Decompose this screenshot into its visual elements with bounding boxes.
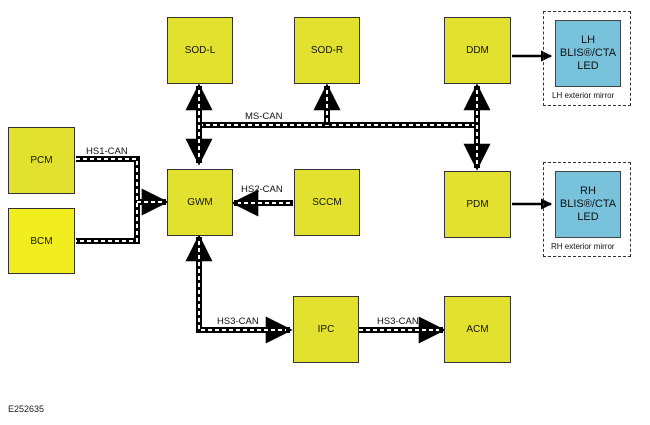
sod-l-module: SOD-L [167,17,233,84]
rh-exterior-mirror [543,162,631,257]
rh-mirror-label: RH exterior mirror [551,242,615,251]
lh-led-line2: BLIS®/CTA [559,47,617,59]
hs1-can-label: HS1-CAN [86,146,128,157]
rh-led-line1: RH [580,185,596,197]
hs2-can-label: HS2-CAN [241,184,283,195]
lh-exterior-mirror [543,11,631,106]
rh-blis-cta-led: RH BLIS®/CTA LED [555,171,621,238]
hs1-can-bus [76,156,169,244]
sod-r-module: SOD-R [294,17,360,84]
lh-blis-cta-led: LH BLIS®/CTA LED [555,20,621,87]
figure-code: E252635 [8,404,45,414]
lh-led-line1: LH [580,34,596,46]
lh-led-line3: LED [577,60,599,72]
ipc-module: IPC [293,296,359,363]
pcm-module: PCM [8,127,75,194]
hs3-can-gwm-ipc [185,234,293,344]
hs3-can-label-left: HS3-CAN [217,316,259,327]
bcm-module: BCM [8,208,75,274]
ddm-module: DDM [444,17,511,84]
ms-can-label: MS-CAN [245,111,283,122]
rh-led-line3: LED [577,211,599,223]
hs3-can-label-right: HS3-CAN [377,316,419,327]
lh-mirror-label: LH exterior mirror [552,91,615,100]
gwm-module: GWM [167,169,233,236]
sccm-module: SCCM [294,169,360,236]
pdm-module: PDM [444,171,511,238]
acm-module: ACM [444,296,511,363]
rh-led-line2: BLIS®/CTA [559,198,617,210]
